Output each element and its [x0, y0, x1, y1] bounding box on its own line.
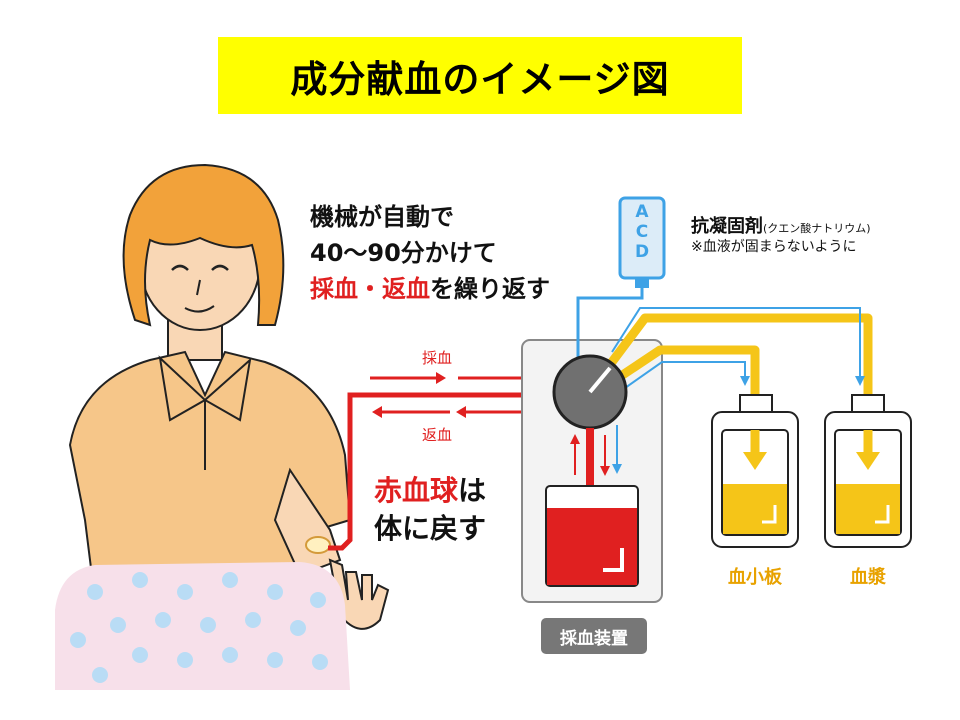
platelet-label: 血小板 [728, 567, 782, 588]
anticoagulant-line [576, 288, 644, 368]
acd-letter-c: C [635, 222, 649, 242]
plasma-label: 血漿 [850, 567, 886, 588]
shirt-collar-left [158, 355, 207, 422]
desc-line3: 採血・返血を繰り返す [310, 275, 550, 303]
donor-hair [122, 163, 285, 327]
plasma-tube [608, 313, 873, 430]
device-label: 採血装置 [541, 618, 647, 654]
plasma-bag [824, 394, 912, 548]
nose [196, 279, 201, 296]
rbc-bag [545, 485, 639, 587]
plasma-blue-line [611, 307, 861, 378]
title-banner: 成分献血のイメージ図 [218, 37, 742, 114]
rbc-tube [586, 428, 594, 488]
platelet-tube [615, 345, 760, 430]
anticoagulant-label: 抗凝固剤(クエン酸ナトリウム) [691, 216, 871, 237]
rbc-note: 赤血球は 体に戻す [374, 474, 487, 545]
centrifuge-indicator [588, 366, 612, 394]
blanket-dots [70, 572, 328, 683]
platelet-bag [711, 394, 799, 548]
acd-letter-d: D [634, 242, 650, 262]
shirt-collar-right [203, 357, 252, 422]
anticoagulant-note: ※血液が固まらないように [691, 239, 857, 255]
desc-line1: 機械が自動で [310, 203, 454, 231]
page-title: 成分献血のイメージ図 [290, 57, 670, 101]
collect-label: 採血 [422, 349, 453, 367]
needle-site [305, 536, 331, 554]
return-label: 返血 [422, 426, 453, 444]
acd-letters: A C D [620, 202, 664, 262]
process-description: 機械が自動で 40～90分かけて 採血・返血を繰り返す [310, 199, 550, 307]
platelet-blue-line [624, 361, 746, 389]
eye-left [171, 264, 189, 271]
acd-bag [618, 196, 666, 288]
donor-illustration [55, 163, 390, 690]
mouth [184, 305, 215, 313]
donor-shirt [68, 350, 352, 601]
desc-line2: 40～90分かけて [310, 239, 497, 267]
eye-right [211, 264, 229, 271]
acd-letter-a: A [635, 202, 649, 222]
